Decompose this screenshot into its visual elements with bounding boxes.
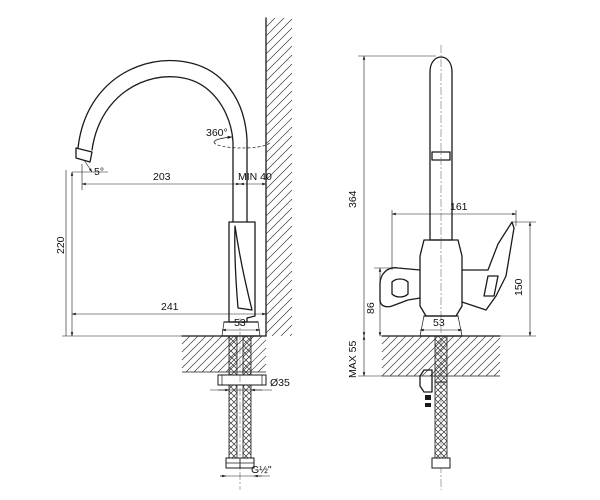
wall-clearance-label: MIN 40 xyxy=(238,171,272,183)
handle-width-label: 161 xyxy=(450,201,468,213)
supply-hoses xyxy=(217,318,267,490)
side-handle-height-label: 86 xyxy=(365,302,377,314)
total-reach-label: 241 xyxy=(161,301,179,313)
total-height-label: 364 xyxy=(347,190,359,208)
handle-height-label: 150 xyxy=(513,278,525,296)
base-diameter-label: 53 xyxy=(234,317,246,329)
thread-label: G½" xyxy=(251,464,272,476)
side-view: 360° 5° xyxy=(55,17,293,490)
front-body xyxy=(379,221,515,337)
max-deck-thickness-label: MAX 55 xyxy=(347,340,359,378)
front-dimensions: 364 161 150 86 53 MAX 55 xyxy=(347,55,536,378)
faucet-body xyxy=(221,221,261,337)
swivel-indicator: 360° xyxy=(206,127,271,149)
countertop xyxy=(181,335,267,373)
reach-label: 203 xyxy=(153,171,171,183)
tilt-angle-label: 5° xyxy=(94,166,104,178)
side-dimensions: 5° 203 MIN 40 220 241 53 Ø35 xyxy=(55,159,290,478)
front-hoses xyxy=(419,335,451,469)
hose-diameter-label: Ø35 xyxy=(270,377,290,389)
swivel-angle-label: 360° xyxy=(206,127,228,139)
front-view: 364 161 150 86 53 MAX 55 xyxy=(347,45,536,490)
wall xyxy=(265,17,293,337)
spout xyxy=(75,59,248,223)
spout-height-label: 220 xyxy=(55,236,67,254)
front-base-diameter-label: 53 xyxy=(433,317,445,329)
